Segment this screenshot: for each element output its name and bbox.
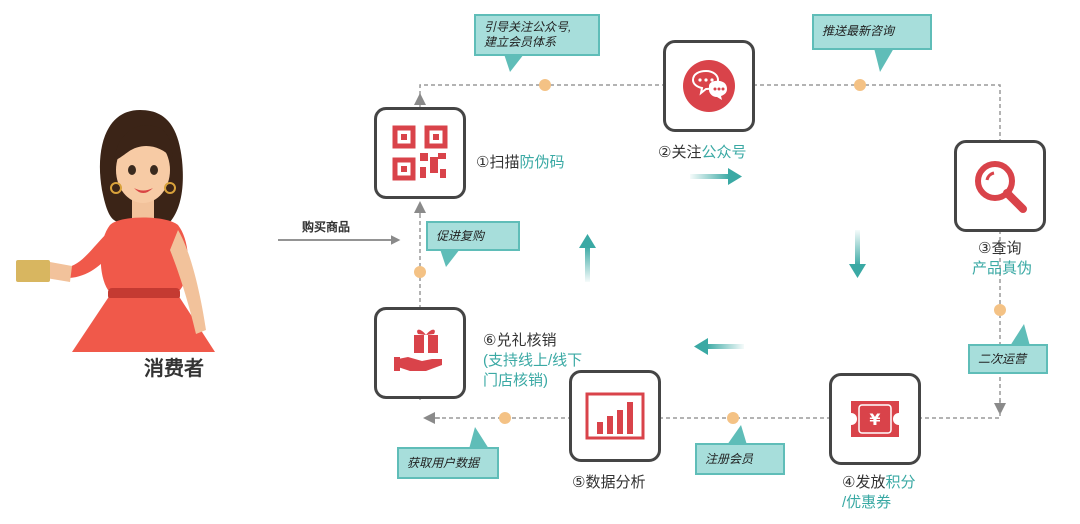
- teal-arrow-right: [690, 168, 742, 185]
- flow-dot: [994, 304, 1006, 316]
- step-query-label: ③查询: [978, 240, 1022, 257]
- gift-hand-icon: [394, 329, 442, 371]
- callout-register-member: 注册会员: [695, 425, 785, 475]
- step-query-box: [954, 140, 1046, 232]
- magnifier-icon: [975, 161, 1027, 213]
- callout-secondary-ops: 二次运营: [968, 324, 1048, 374]
- flow-dot: [727, 412, 739, 424]
- step-redeem-box: [374, 307, 466, 399]
- flow-dot: [854, 79, 866, 91]
- step-redeem-label: ⑥兑礼核销: [483, 332, 557, 349]
- step-query-sublabel: 产品真伪: [972, 260, 1033, 277]
- coupon-ticket-icon: ¥: [851, 401, 899, 437]
- step-follow-label: ②关注公众号: [658, 144, 747, 161]
- bar-chart-icon: [585, 392, 645, 440]
- step-analysis-label: ⑤数据分析: [572, 474, 646, 491]
- qr-code-icon: [392, 125, 448, 181]
- callout-push-news: 推送最新咨询: [812, 14, 932, 72]
- step-follow-box: [663, 40, 755, 132]
- chat-bubbles-icon: [683, 60, 735, 112]
- consumer-label: 消费者: [144, 358, 204, 380]
- purchase-label: 购买商品: [302, 220, 351, 234]
- flow-dot: [539, 79, 551, 91]
- teal-arrow-left: [694, 338, 744, 355]
- flow-dot: [414, 266, 426, 278]
- consumer-figure: [10, 90, 280, 380]
- step-issue-box: ¥: [829, 373, 921, 465]
- flow-dot: [499, 412, 511, 424]
- teal-arrow-up: [579, 234, 596, 282]
- svg-text:¥: ¥: [869, 410, 880, 429]
- step-scan-label: ①扫描防伪码: [476, 154, 565, 171]
- step-issue-sublabel: /优惠券: [842, 494, 892, 511]
- step-redeem-sublabel-2: 门店核销): [483, 372, 548, 389]
- teal-arrow-down: [849, 230, 866, 278]
- callout-guide-follow: 引导关注公众号, 建立会员体系: [474, 14, 600, 72]
- callout-repurchase: 促进复购: [426, 221, 520, 267]
- step-issue-label: ④发放积分: [842, 474, 916, 491]
- step-scan-box: [374, 107, 466, 199]
- callout-collect-data: 获取用户数据: [397, 427, 499, 479]
- step-redeem-sublabel-1: (支持线上/线下: [483, 352, 583, 369]
- step-analysis-box: [569, 370, 661, 462]
